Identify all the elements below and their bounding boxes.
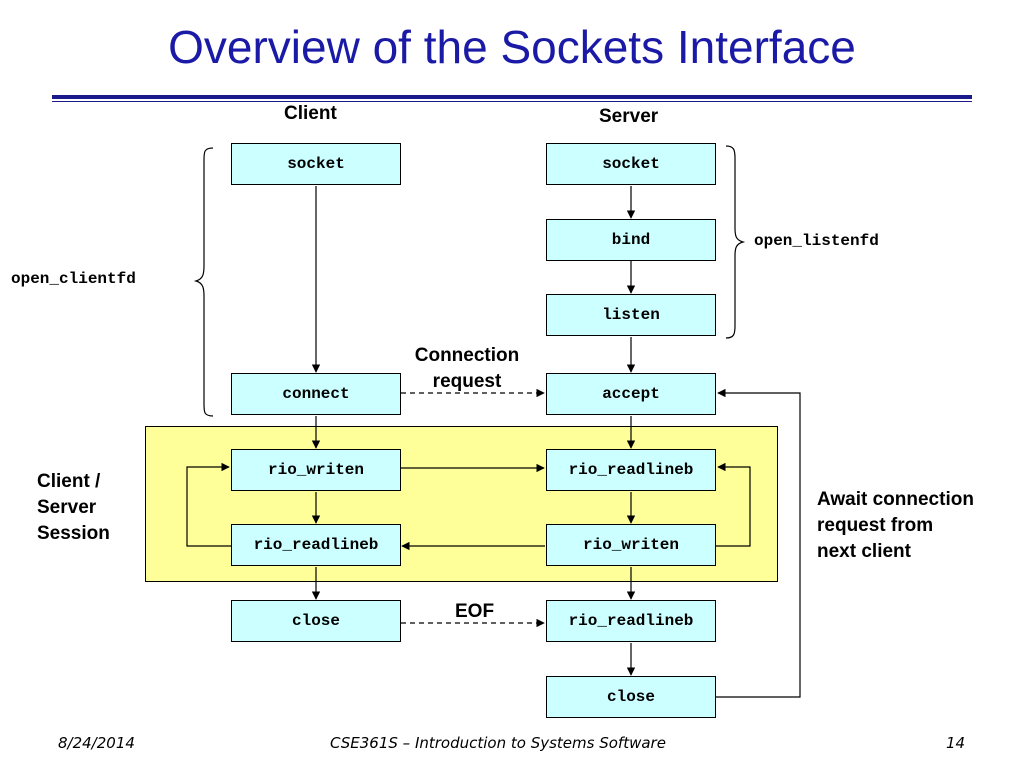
arrow-server-loop — [716, 462, 751, 547]
slide-title: Overview of the Sockets Interface — [168, 21, 856, 73]
brace-open-clientfd — [193, 147, 214, 417]
server-rio-readlineb-box: rio_readlineb — [546, 449, 716, 491]
client-socket-box: socket — [231, 143, 401, 185]
server-column-heading: Server — [599, 106, 659, 127]
connection-request-label: Connection request — [414, 345, 520, 392]
server-rio-writen-box: rio_writen — [546, 524, 716, 566]
server-close-box: close — [546, 676, 716, 718]
client-connect-box: connect — [231, 373, 401, 415]
footer-page-number: 14 — [946, 734, 966, 752]
client-column-heading: Client — [284, 103, 337, 124]
arrow-client-loop — [186, 462, 231, 547]
title-rule-thin — [52, 101, 972, 102]
footer-course: CSE361S – Introduction to Systems Softwa… — [330, 734, 666, 752]
client-close-box: close — [231, 600, 401, 642]
eof-label: EOF — [455, 601, 495, 622]
arrow-await-next-client — [716, 388, 801, 698]
footer-date: 8/24/2014 — [58, 734, 135, 752]
open-clientfd-label: open_clientfd — [11, 270, 136, 288]
server-socket-box: socket — [546, 143, 716, 185]
server-bind-box: bind — [546, 219, 716, 261]
client-rio-readlineb-box: rio_readlineb — [231, 524, 401, 566]
await-connection-label: Await connection request from next clien… — [817, 489, 974, 562]
session-label: Client / Server Session — [37, 471, 110, 544]
server-rio-readlineb-eof-box: rio_readlineb — [546, 600, 716, 642]
open-listenfd-label: open_listenfd — [754, 232, 879, 250]
server-listen-box: listen — [546, 294, 716, 336]
title-rule — [52, 95, 972, 99]
client-rio-writen-box: rio_writen — [231, 449, 401, 491]
brace-open-listenfd — [725, 145, 746, 339]
server-accept-box: accept — [546, 373, 716, 415]
